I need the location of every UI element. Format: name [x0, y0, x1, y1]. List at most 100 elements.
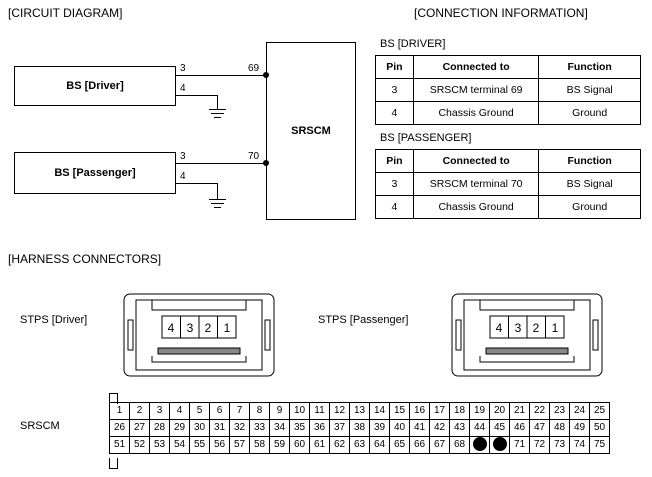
- srscm-pin-cell: 74: [569, 436, 590, 454]
- srscm-pin-70-dot: [263, 160, 269, 166]
- srscm-pin-cell: 47: [529, 419, 550, 437]
- srscm-pin-cell: 34: [269, 419, 290, 437]
- header-pin: Pin: [375, 55, 414, 79]
- srscm-pin-cell: 39: [369, 419, 390, 437]
- srscm-pin-cell: 21: [509, 402, 530, 420]
- srscm-pin-cell: 56: [209, 436, 230, 454]
- srscm-pin-cell: 6: [209, 402, 230, 420]
- srscm-pin-cell: 72: [529, 436, 550, 454]
- srscm-pin-cell: 42: [429, 419, 450, 437]
- srscm-pin-cell: 29: [169, 419, 190, 437]
- srscm-pin-cell: 36: [309, 419, 330, 437]
- passenger-connection-table: Pin Connected to Function 3 SRSCM termin…: [375, 149, 641, 219]
- srscm-pin-cell: 40: [389, 419, 410, 437]
- srscm-used-pin-dot-icon: [489, 436, 510, 454]
- table-header-row: Pin Connected to Function: [375, 55, 641, 79]
- table-row: 3 SRSCM terminal 69 BS Signal: [375, 78, 641, 102]
- srscm-pin-cell: 45: [489, 419, 510, 437]
- srscm-pin-cell: 25: [589, 402, 610, 420]
- header-pin: Pin: [375, 149, 414, 173]
- srscm-pin-cell: 49: [569, 419, 590, 437]
- srscm-pin-cell: 62: [329, 436, 350, 454]
- srscm-pin-cell: 28: [149, 419, 170, 437]
- stps-passenger-pin: 3: [515, 321, 522, 335]
- circuit-diagram-header: [CIRCUIT DIAGRAM]: [8, 6, 123, 20]
- filled-circle-icon: [472, 437, 487, 452]
- stps-driver-label: STPS [Driver]: [20, 314, 88, 326]
- table-cell: 3: [375, 172, 414, 196]
- srscm-pin-cell: 57: [229, 436, 250, 454]
- srscm-pin-69-dot: [263, 72, 269, 78]
- srscm-pin-cell: 18: [449, 402, 470, 420]
- srscm-pin-cell: 27: [129, 419, 150, 437]
- srscm-pin-70-label: 70: [248, 151, 260, 162]
- srscm-pin-cell: 60: [289, 436, 310, 454]
- srscm-pin-cell: 4: [169, 402, 190, 420]
- driver-connection-table: Pin Connected to Function 3 SRSCM termin…: [375, 55, 641, 125]
- srscm-pin-cell: 9: [269, 402, 290, 420]
- srscm-pin-cell: 3: [149, 402, 170, 420]
- header-connected-to: Connected to: [412, 149, 540, 173]
- stps-passenger-pin: 1: [552, 321, 559, 335]
- srscm-pin-cell: 35: [289, 419, 310, 437]
- table-row: 4 Chassis Ground Ground: [375, 101, 641, 125]
- driver-ground-drop: [217, 95, 218, 109]
- driver-ground-wire: [176, 95, 218, 96]
- srscm-pin-cell: 58: [249, 436, 270, 454]
- srscm-pin-cell: 5: [189, 402, 210, 420]
- table-cell: BS Signal: [538, 78, 641, 102]
- srscm-pin-cell: 31: [209, 419, 230, 437]
- srscm-pin-cell: 16: [409, 402, 430, 420]
- srscm-pin-69-label: 69: [248, 63, 260, 74]
- srscm-pin-cell: 59: [269, 436, 290, 454]
- stps-passenger-pin: 4: [496, 321, 503, 335]
- srscm-pin-cell: 26: [109, 419, 130, 437]
- srscm-pin-cell: 53: [149, 436, 170, 454]
- srscm-pin-cell: 50: [589, 419, 610, 437]
- srscm-pin-cell: 23: [549, 402, 570, 420]
- table-cell: Chassis Ground: [412, 101, 540, 125]
- srscm-connector-label: SRSCM: [20, 420, 60, 432]
- srscm-pin-cell: 67: [429, 436, 450, 454]
- srscm-pin-cell: 8: [249, 402, 270, 420]
- srscm-pin-cell: 17: [429, 402, 450, 420]
- srscm-connector-latch-bottom: [109, 458, 118, 469]
- stps-driver-pin: 3: [187, 321, 194, 335]
- passenger-ground-drop: [217, 183, 218, 199]
- srscm-pin-cell: 55: [189, 436, 210, 454]
- srscm-pin-cell: 65: [389, 436, 410, 454]
- srscm-pin-cell: 51: [109, 436, 130, 454]
- srscm-pin-cell: 24: [569, 402, 590, 420]
- srscm-pin-cell: 64: [369, 436, 390, 454]
- table-cell: SRSCM terminal 70: [412, 172, 540, 196]
- filled-circle-icon: [492, 437, 507, 452]
- srscm-pin-cell: 48: [549, 419, 570, 437]
- passenger-table-title: BS [PASSENGER]: [380, 132, 472, 144]
- srscm-pin-cell: 38: [349, 419, 370, 437]
- table-cell: Chassis Ground: [412, 195, 540, 219]
- srscm-pin-cell: 19: [469, 402, 490, 420]
- driver-signal-wire: [176, 75, 266, 76]
- driver-table-title: BS [DRIVER]: [380, 38, 446, 50]
- srscm-pin-cell: 63: [349, 436, 370, 454]
- table-header-row: Pin Connected to Function: [375, 149, 641, 173]
- srscm-box: SRSCM: [266, 42, 356, 220]
- passenger-pin-4-label: 4: [180, 171, 186, 182]
- bs-passenger-box: BS [Passenger]: [14, 152, 176, 194]
- srscm-pin-cell: 32: [229, 419, 250, 437]
- header-function: Function: [538, 55, 641, 79]
- stps-driver-pin: 2: [205, 321, 212, 335]
- srscm-pin-cell: 30: [189, 419, 210, 437]
- srscm-pin-cell: 61: [309, 436, 330, 454]
- srscm-pin-cell: 44: [469, 419, 490, 437]
- table-cell: Ground: [538, 195, 641, 219]
- stps-passenger-pin: 2: [533, 321, 540, 335]
- bs-passenger-label: BS [Passenger]: [54, 167, 136, 179]
- stps-passenger-connector-icon: 4 3 2 1: [451, 293, 603, 377]
- srscm-pin-cell: 1: [109, 402, 130, 420]
- srscm-pin-cell: 7: [229, 402, 250, 420]
- srscm-pin-cell: 66: [409, 436, 430, 454]
- srscm-pin-cell: 12: [329, 402, 350, 420]
